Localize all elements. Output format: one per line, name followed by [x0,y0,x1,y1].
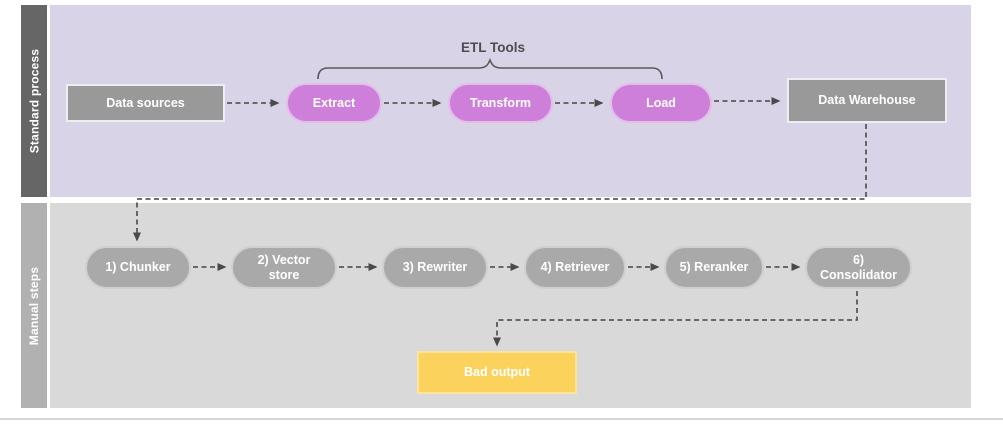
node-load: Load [610,83,712,123]
lane-standard-process-titlebar: Standard process [21,5,47,197]
node-data-sources: Data sources [66,84,225,122]
node-consolidator: 6) Consolidator [805,246,912,289]
node-rewriter: 3) Rewriter [382,246,488,289]
lane-manual-steps-label: Manual steps [27,266,42,345]
node-reranker: 5) Reranker [664,246,764,289]
lane-standard-process-label: Standard process [27,48,42,154]
page-bottom-divider [0,418,1003,420]
node-retriever: 4) Retriever [524,246,626,289]
node-bad-output: Bad output [417,351,577,394]
etl-tools-label: ETL Tools [461,40,525,55]
node-vector-store: 2) Vector store [231,246,337,289]
lane-manual-steps-titlebar: Manual steps [21,203,47,408]
node-extract: Extract [286,83,382,123]
node-data-warehouse: Data Warehouse [787,78,947,123]
node-transform: Transform [448,83,553,123]
node-chunker: 1) Chunker [85,246,191,289]
